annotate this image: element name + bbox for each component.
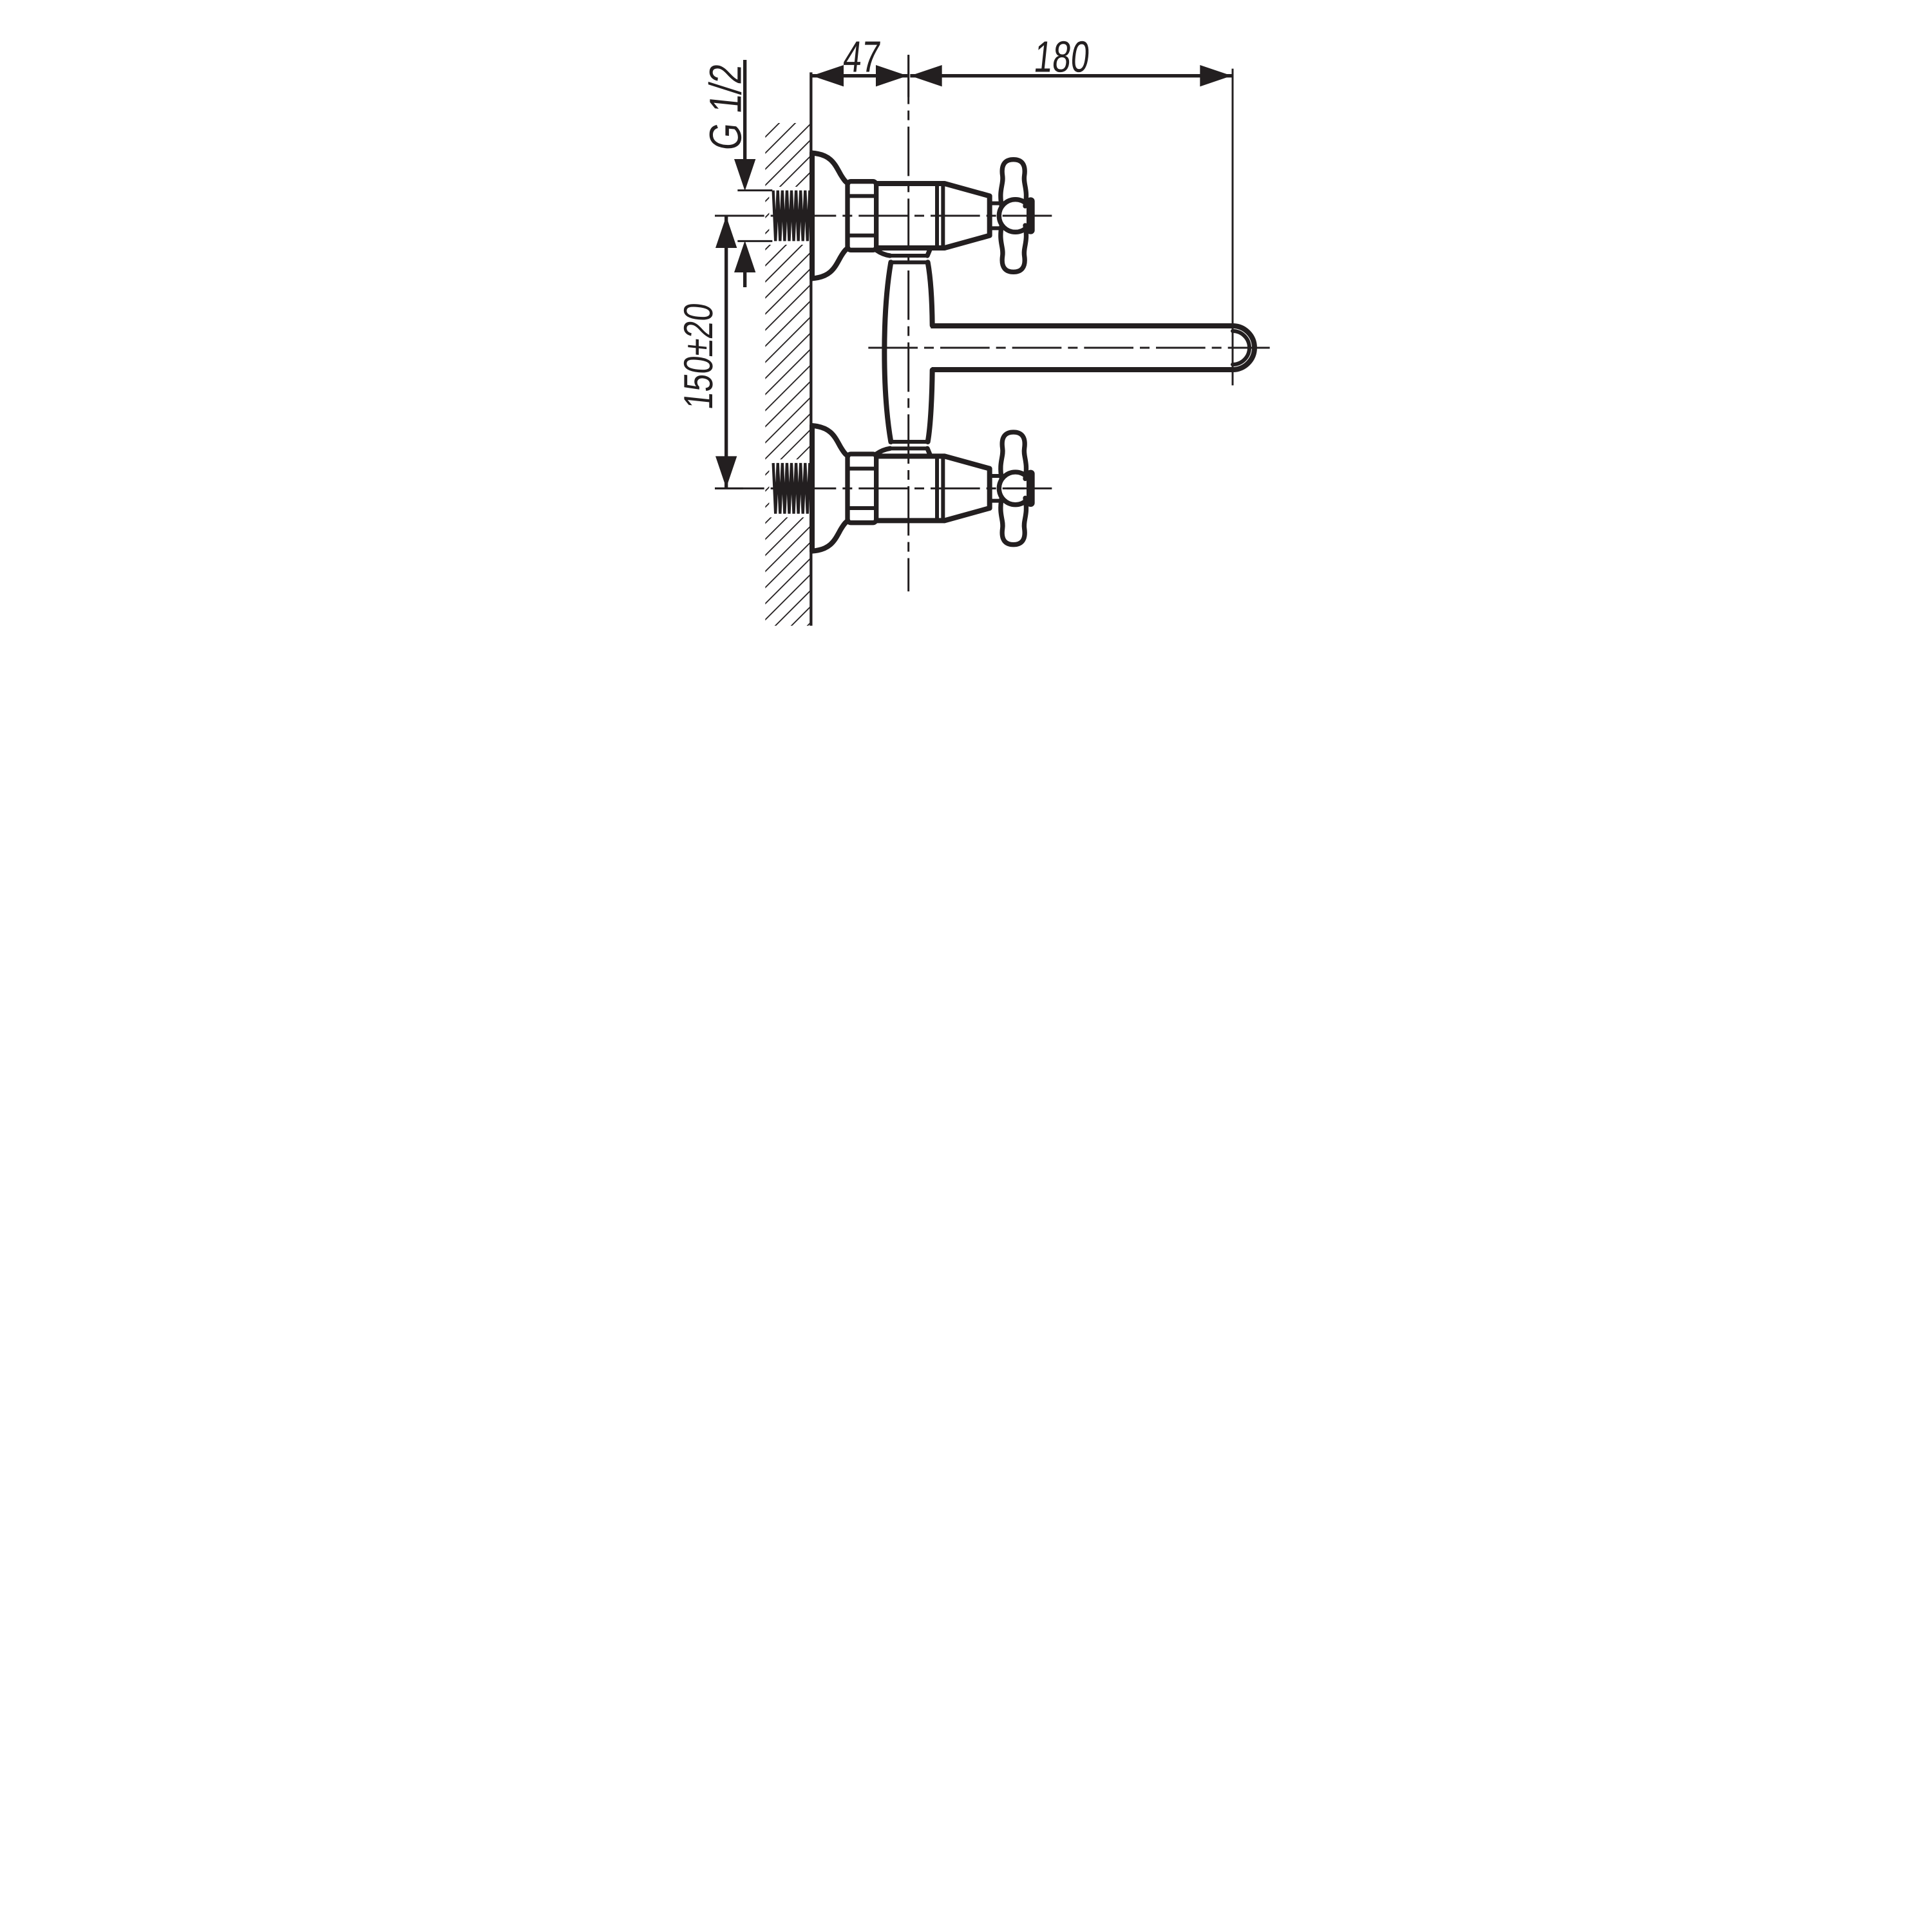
faucet-spout — [931, 323, 1257, 372]
column-left-edge — [882, 260, 894, 444]
arrow-right-47 — [876, 65, 908, 87]
dimension-label-47: 47 — [841, 32, 883, 82]
dimension-47: 47 — [811, 32, 910, 97]
bottom-valve-assembly — [772, 423, 1035, 554]
spout-end-outer-arc — [1230, 323, 1257, 372]
handle-cap-top — [1027, 197, 1035, 234]
wall-section — [765, 72, 813, 626]
cross-handle-upper-lobe-top — [998, 156, 1029, 209]
handle-cap-bottom — [1027, 469, 1035, 507]
neck-fillet-right-top — [925, 245, 933, 258]
bonnet-cone — [942, 181, 992, 251]
cross-handle-upper-lobe-bottom — [998, 430, 1029, 481]
center-lines — [715, 55, 1270, 592]
neck-fillet-left-top — [873, 247, 893, 258]
column-right-edge-lower — [925, 367, 935, 444]
bonnet-cone-b — [942, 453, 992, 524]
neck-fillet-right-bottom — [925, 446, 933, 459]
arrow-left-47 — [811, 65, 844, 87]
arrow-down-150 — [715, 456, 737, 488]
cross-handle-lower-lobe-top — [998, 223, 1029, 275]
dimension-label-150: 150±20 — [676, 301, 721, 412]
spout-end-inner-arc — [1231, 329, 1251, 366]
cross-handle-lower-lobe-bottom — [998, 495, 1029, 547]
arrow-right-180 — [1200, 65, 1232, 87]
dimension-g12: G 1/2 — [701, 60, 773, 287]
paper-background — [644, 0, 1288, 644]
dimension-label-180: 180 — [1032, 32, 1092, 82]
arrow-down-g12 — [734, 159, 756, 191]
pipe-thread-top — [772, 190, 811, 242]
top-valve-assembly — [772, 150, 1035, 281]
body-column — [882, 254, 935, 451]
neck-fillet-left-bottom — [873, 446, 893, 457]
arrow-up-150 — [715, 216, 737, 248]
arrow-left-180 — [910, 65, 942, 87]
hex-nut-bottom — [845, 451, 879, 526]
dimension-label-g12: G 1/2 — [701, 61, 751, 153]
technical-drawing: 47 180 G 1/2 150±20 — [644, 0, 1288, 644]
column-right-edge-upper — [925, 260, 935, 328]
faucet-dimension-diagram: 47 180 G 1/2 150±20 — [644, 0, 1288, 644]
hex-nut-top — [845, 179, 879, 252]
arrow-up-g12 — [734, 240, 756, 272]
dimension-180: 180 — [910, 32, 1234, 386]
pipe-thread-bottom — [772, 462, 811, 514]
dimension-150: 150±20 — [676, 216, 737, 489]
